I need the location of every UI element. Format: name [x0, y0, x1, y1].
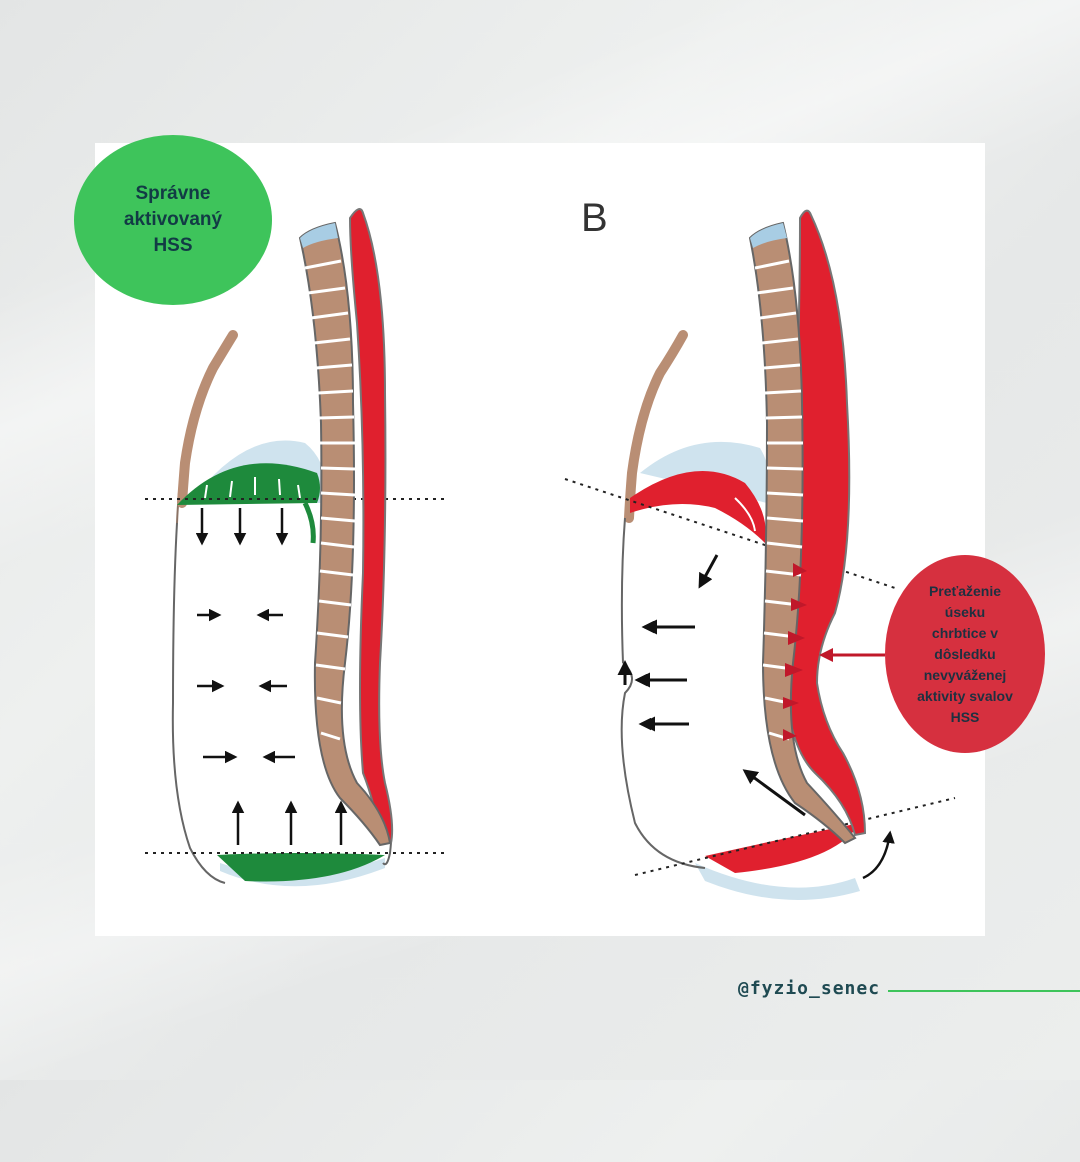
- handle-underline: [888, 990, 1080, 992]
- vertebral-column: [748, 221, 857, 845]
- badge-overload-line2: chrbtice v dôsledku: [931, 624, 999, 662]
- vertebral-column: [298, 221, 392, 847]
- badge-correct-line2: aktivovaný HSS: [123, 209, 223, 256]
- compression-marks: [783, 563, 807, 741]
- pelvic-pleura: [695, 863, 860, 900]
- figure-overload: [564, 209, 956, 900]
- pelvic-rotation-arrow: [862, 830, 895, 880]
- social-handle[interactable]: @fyzio_senec: [738, 978, 881, 999]
- figure-correct: [145, 208, 445, 887]
- sternum: [624, 330, 688, 523]
- pressure-arrows-down: [195, 508, 289, 546]
- abdominal-wall: [171, 522, 226, 884]
- pressure-arrows-horizontal: [197, 608, 295, 764]
- diaphragm-green: [177, 463, 320, 505]
- badge-correct-line1: Správne: [135, 183, 211, 204]
- panel-label-b: B: [581, 196, 608, 240]
- badge-overload-line1: Preťaženie úseku: [928, 582, 1002, 620]
- diaphragm-red: [630, 471, 766, 543]
- sternum: [177, 330, 238, 508]
- pelvic-line: [634, 797, 956, 876]
- abdominal-wall: [620, 517, 626, 664]
- pressure-arrows-up: [231, 800, 348, 845]
- spinal-muscle: [348, 208, 394, 844]
- overload-badge: Preťaženie úseku chrbtice v dôsledku nev…: [885, 555, 1045, 753]
- trunk-diagrams: B: [145, 196, 956, 900]
- badge-overload-line4: aktivity svalov HSS: [917, 687, 1013, 725]
- intervertebral-discs: [304, 259, 356, 741]
- pelvic-floor-green: [217, 853, 385, 882]
- correct-activation-badge: Správne aktivovaný HSS: [74, 135, 272, 305]
- badge-overload-line3: nevyváženej: [923, 666, 1007, 683]
- pelvic-floor-red: [705, 823, 860, 873]
